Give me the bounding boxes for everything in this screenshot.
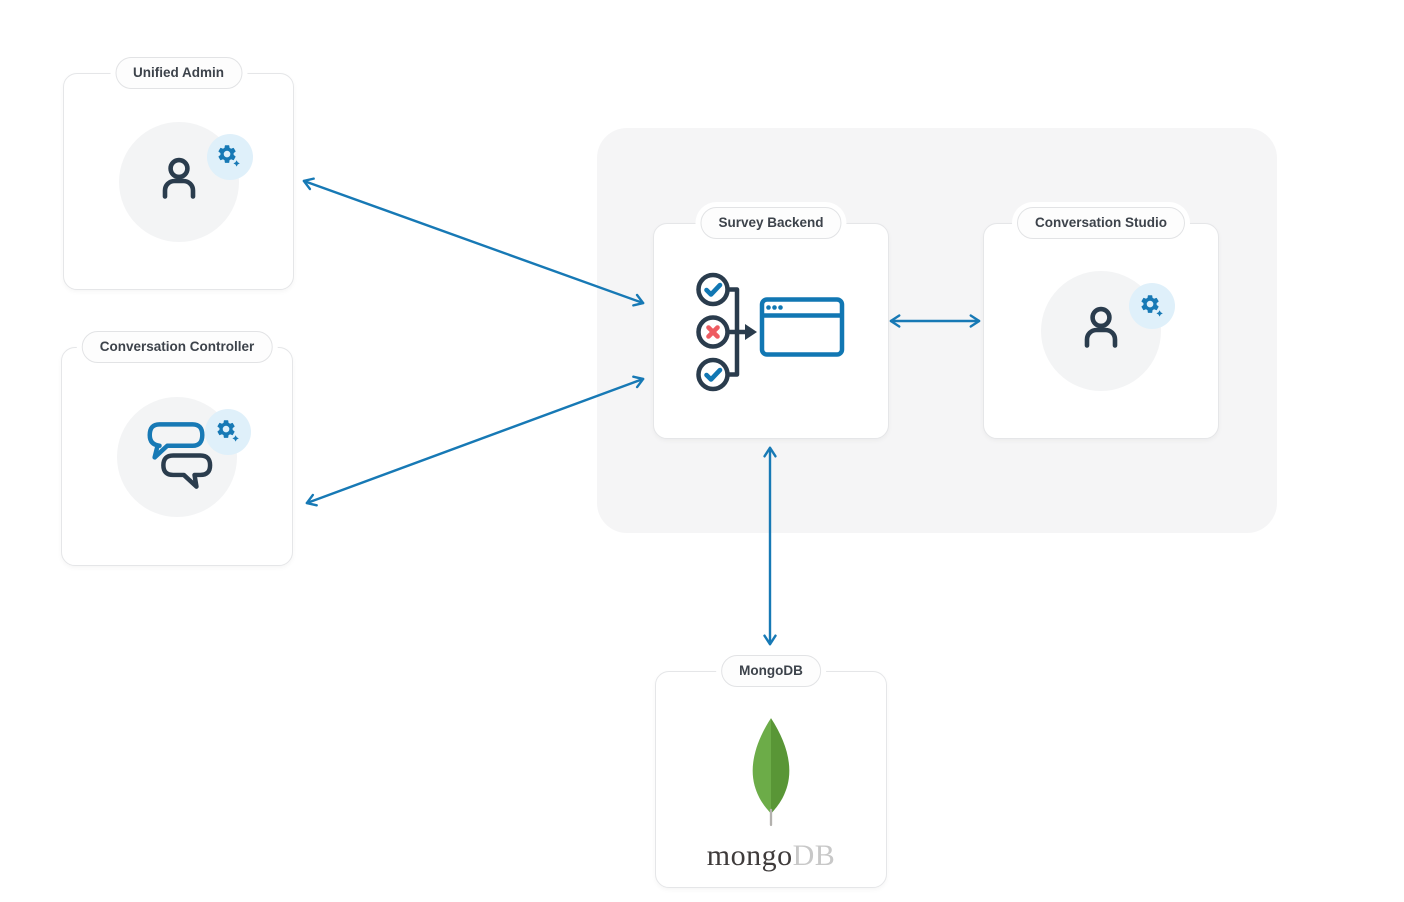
gear-badge bbox=[205, 408, 251, 455]
arrow-conversation-controller-survey-backend bbox=[305, 375, 645, 507]
wordmark-db: DB bbox=[792, 839, 836, 872]
node-label-pill: Survey Backend bbox=[700, 207, 842, 240]
mongodb-leaf-icon bbox=[744, 714, 798, 839]
avatar bbox=[117, 396, 251, 517]
user-icon bbox=[151, 151, 207, 212]
gear-badge bbox=[206, 133, 253, 180]
node-label-pill: Conversation Controller bbox=[81, 331, 273, 364]
node-label-pill: Unified Admin bbox=[115, 57, 242, 90]
node-label: MongoDB bbox=[739, 663, 803, 678]
node-survey-backend: Survey Backend bbox=[653, 207, 889, 439]
node-conversation-controller: Conversation Controller bbox=[61, 331, 293, 566]
survey-flow-icon bbox=[696, 273, 846, 398]
node-label: Survey Backend bbox=[718, 215, 824, 230]
node-conversation-studio: Conversation Studio bbox=[983, 207, 1219, 439]
user-icon bbox=[1073, 301, 1129, 362]
gear-icon bbox=[1140, 294, 1166, 320]
node-unified-admin: Unified Admin bbox=[63, 57, 294, 290]
node-label: Conversation Studio bbox=[1034, 215, 1168, 230]
mongodb-logo: mongoDB bbox=[656, 672, 886, 887]
node-mongodb: MongoDB mongoDB bbox=[655, 655, 887, 888]
gear-badge bbox=[1129, 283, 1175, 329]
avatar bbox=[1041, 271, 1175, 391]
node-label-pill: Conversation Studio bbox=[1016, 207, 1186, 240]
mongodb-wordmark: mongoDB bbox=[707, 841, 836, 871]
node-label: Conversation Controller bbox=[99, 339, 255, 354]
gear-icon bbox=[216, 420, 242, 445]
avatar bbox=[118, 121, 253, 242]
arrow-unified-admin-survey-backend bbox=[302, 177, 645, 307]
wordmark-mongo: mongo bbox=[706, 839, 793, 872]
chat-bubbles-icon bbox=[138, 418, 216, 495]
gear-icon bbox=[218, 145, 243, 170]
node-label-pill: MongoDB bbox=[721, 655, 821, 688]
node-label: Unified Admin bbox=[133, 65, 224, 80]
